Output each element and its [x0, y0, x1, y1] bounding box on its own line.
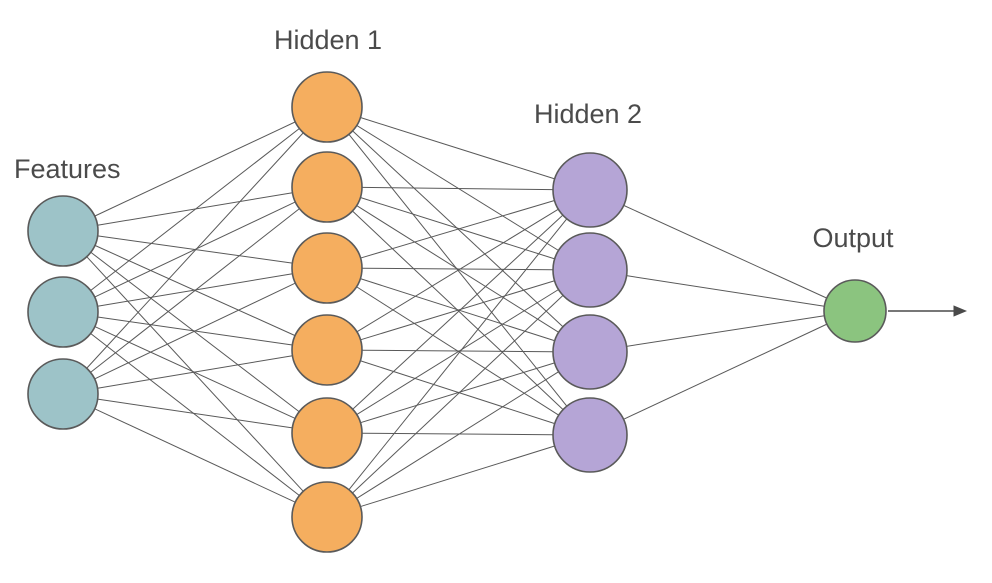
node-hidden1-3[interactable] [291, 232, 363, 304]
edge-hidden1-5-to-hidden2-0 [348, 218, 568, 491]
edge-hidden1-4-to-hidden2-2 [360, 362, 555, 424]
node-hidden1-6[interactable] [291, 481, 363, 553]
edge-hidden2-3-to-output-0 [623, 323, 828, 420]
edge-hidden2-0-to-output-0 [623, 204, 828, 299]
edge-features-2-to-hidden1-5 [94, 408, 296, 503]
edge-hidden1-3-to-hidden2-1 [360, 280, 555, 341]
node-features-2[interactable] [27, 276, 99, 348]
edges-group [86, 117, 828, 508]
edge-features-0-to-hidden1-5 [86, 256, 304, 492]
edge-features-0-to-hidden1-4 [90, 251, 300, 413]
node-output-1[interactable] [823, 279, 887, 343]
edge-features-2-to-hidden1-2 [94, 282, 296, 380]
edge-hidden1-2-to-hidden2-0 [360, 200, 555, 259]
edge-features-2-to-hidden1-3 [97, 355, 293, 389]
edge-hidden1-3-to-hidden2-2 [361, 349, 554, 353]
output-arrow-head-icon [953, 305, 967, 317]
output-arrow [888, 305, 967, 317]
node-hidden1-1[interactable] [291, 71, 363, 143]
edge-hidden1-5-to-hidden2-1 [352, 294, 564, 494]
node-hidden1-2[interactable] [291, 151, 363, 223]
layer-label-features: Features [14, 154, 121, 184]
layer-label-hidden2: Hidden 2 [534, 99, 642, 129]
edge-features-1-to-hidden1-1 [94, 201, 296, 298]
edge-features-1-to-hidden1-5 [90, 333, 300, 496]
edge-features-2-to-hidden1-4 [97, 398, 293, 429]
edge-features-1-to-hidden1-0 [90, 128, 300, 291]
node-hidden1-4[interactable] [291, 314, 363, 386]
node-features-1[interactable] [27, 195, 99, 267]
edge-hidden1-2-to-hidden2-2 [360, 278, 555, 342]
edge-hidden1-1-to-hidden2-0 [361, 186, 554, 191]
edge-hidden1-3-to-hidden2-3 [360, 360, 555, 425]
node-hidden2-3[interactable] [552, 314, 628, 390]
edge-hidden1-5-to-hidden2-2 [356, 371, 559, 499]
node-hidden1-5[interactable] [291, 397, 363, 469]
edge-hidden2-1-to-output-0 [626, 275, 825, 307]
layer-label-hidden1: Hidden 1 [274, 25, 382, 55]
edge-hidden1-0-to-hidden2-0 [360, 117, 555, 180]
edge-hidden1-2-to-hidden2-1 [361, 267, 554, 271]
edge-hidden2-2-to-output-0 [626, 315, 825, 347]
node-features-3[interactable] [27, 358, 99, 430]
edge-hidden1-3-to-hidden2-0 [356, 208, 559, 333]
node-hidden2-1[interactable] [552, 152, 628, 228]
edge-features-2-to-hidden1-1 [90, 208, 300, 373]
layer-labels-group: Features Hidden 1 Hidden 2 Output [14, 25, 894, 253]
edge-features-2-to-hidden1-0 [86, 132, 304, 369]
node-hidden2-4[interactable] [552, 397, 628, 473]
layer-label-output: Output [812, 223, 894, 253]
edge-hidden1-4-to-hidden2-1 [356, 289, 559, 415]
edge-features-0-to-hidden1-0 [94, 121, 296, 217]
nodes-group [27, 71, 887, 553]
edge-hidden1-4-to-hidden2-0 [352, 214, 564, 410]
edge-hidden1-5-to-hidden2-3 [360, 445, 555, 508]
edge-hidden1-4-to-hidden2-3 [361, 432, 554, 436]
edge-hidden1-1-to-hidden2-1 [360, 197, 555, 260]
node-hidden2-2[interactable] [552, 232, 628, 308]
